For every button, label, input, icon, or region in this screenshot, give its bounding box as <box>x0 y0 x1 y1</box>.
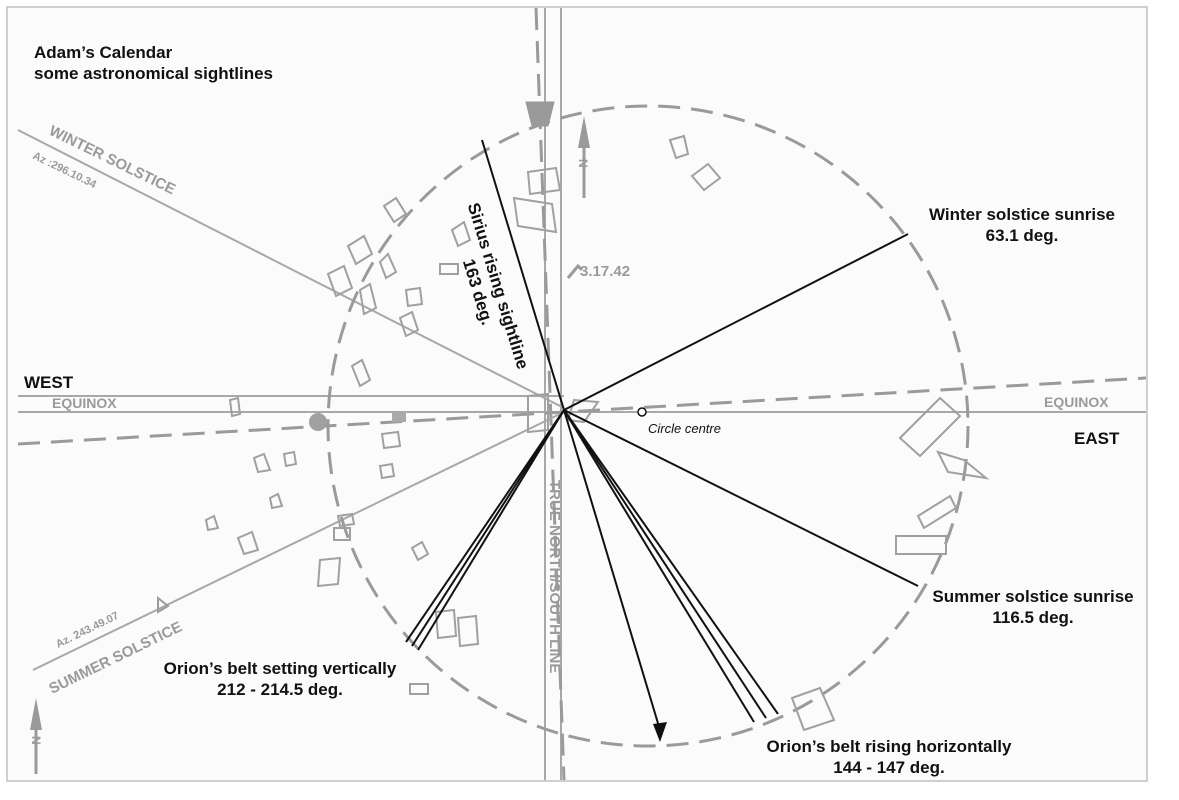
stone-marker <box>378 462 396 480</box>
orion-rising-line-2-text: 144 - 147 deg. <box>833 758 945 777</box>
orion-rising-label: Orion’s belt rising horizontally 144 - 1… <box>724 736 1054 778</box>
stone-north-filled <box>525 101 555 127</box>
orion-rising-line-2 <box>563 409 767 719</box>
sirius-sightline <box>481 139 565 411</box>
stone-marker <box>326 264 354 298</box>
diagram-title: Adam’s Calendar some astronomical sightl… <box>34 42 273 84</box>
stone-marker <box>228 396 242 418</box>
stone-marker <box>434 608 458 640</box>
north-bearing-label: 3.17.42 <box>580 263 630 280</box>
stone-marker <box>398 310 420 338</box>
stone-marker <box>668 134 690 160</box>
stone-marker <box>346 234 374 266</box>
stone-marker <box>410 540 430 562</box>
north-arrow-top: N <box>576 116 590 198</box>
orion-setting-line-2-text: 212 - 214.5 deg. <box>217 680 343 699</box>
circle-centre-marker <box>637 407 647 417</box>
title-line-1: Adam’s Calendar <box>34 43 173 62</box>
equinox-label-left: EQUINOX <box>52 395 117 411</box>
orion-rising-line-3 <box>563 409 779 715</box>
sightlines <box>405 139 919 742</box>
winter-sunrise-label: Winter solstice sunrise 63.1 deg. <box>904 204 1140 246</box>
stone-marker <box>526 166 562 196</box>
stone-circle-outline <box>326 104 970 748</box>
stone-marker <box>282 450 298 468</box>
equinox-label-right: EQUINOX <box>1044 394 1109 410</box>
orion-rising-line-1 <box>563 409 755 723</box>
stone-marker <box>404 286 424 308</box>
stone-round-filled <box>309 413 327 431</box>
stone-centre <box>527 392 549 434</box>
orion-arrowhead <box>653 722 667 742</box>
stone-marker <box>378 252 398 280</box>
stone-marker <box>350 358 372 388</box>
diagram-frame: N N EQUINOX EQUINOX WINTER <box>6 6 1148 782</box>
orion-setting-label: Orion’s belt setting vertically 212 - 21… <box>120 658 440 700</box>
stone-marker <box>512 196 558 234</box>
stone-marker <box>358 282 378 316</box>
stone-marker <box>236 530 260 556</box>
stone-marker <box>252 452 272 474</box>
stone-marker <box>336 512 356 528</box>
summer-solstice-line <box>32 411 565 671</box>
stone-markers <box>204 101 990 732</box>
winter-solstice-line <box>17 129 565 409</box>
stone-marker <box>204 514 220 532</box>
north-label-bottom: N <box>29 736 43 745</box>
stone-marker <box>790 686 836 732</box>
orion-setting-line-1-text: Orion’s belt setting vertically <box>163 659 397 678</box>
north-bearing-dashed-line <box>534 8 566 780</box>
title-line-2: some astronomical sightlines <box>34 64 274 83</box>
stone-marker <box>268 492 284 510</box>
west-label: WEST <box>24 373 74 392</box>
winter-sunrise-sightline <box>563 233 909 411</box>
stone-marker <box>916 494 958 530</box>
summer-sunrise-line-2: 116.5 deg. <box>992 608 1074 627</box>
orion-setting-line-1 <box>405 409 565 643</box>
winter-sunrise-line-1: Winter solstice sunrise <box>929 205 1115 224</box>
summer-sunrise-sightline <box>563 409 919 587</box>
north-arrow-bottom: N <box>29 698 43 774</box>
circle-centre-label: Circle centre <box>648 421 721 436</box>
stone-marker <box>380 430 402 450</box>
summer-sunrise-label: Summer solstice sunrise 116.5 deg. <box>920 586 1146 628</box>
orion-arrow-line <box>563 409 661 731</box>
stone-marker <box>333 527 351 541</box>
stone-marker <box>409 683 429 695</box>
stone-marker <box>898 396 962 458</box>
east-label: EAST <box>1074 429 1120 448</box>
stone-marker <box>936 450 990 480</box>
stone-marker <box>690 162 722 192</box>
true-north-south-label: TRUE NORTH/SOUTH LINE <box>546 480 563 673</box>
orion-setting-line-3 <box>417 409 565 651</box>
winter-sunrise-line-2: 63.1 deg. <box>985 226 1059 245</box>
orion-setting-line-2 <box>411 409 565 647</box>
stone-marker <box>439 263 459 275</box>
equinox-dashed-line <box>17 376 1146 446</box>
stone-marker <box>316 556 342 588</box>
sightline-diagram: N N EQUINOX EQUINOX WINTER <box>17 8 1146 780</box>
stone-marker <box>392 412 406 422</box>
stone-marker <box>450 220 472 248</box>
winter-solstice-label: WINTER SOLSTICE <box>46 122 178 198</box>
stone-marker <box>382 196 408 224</box>
orion-rising-line-1-text: Orion’s belt rising horizontally <box>766 737 1012 756</box>
summer-sunrise-line-1: Summer solstice sunrise <box>932 587 1134 606</box>
stone-marker <box>456 614 480 648</box>
stone-marker <box>895 535 947 555</box>
north-label-top: N <box>576 159 590 168</box>
